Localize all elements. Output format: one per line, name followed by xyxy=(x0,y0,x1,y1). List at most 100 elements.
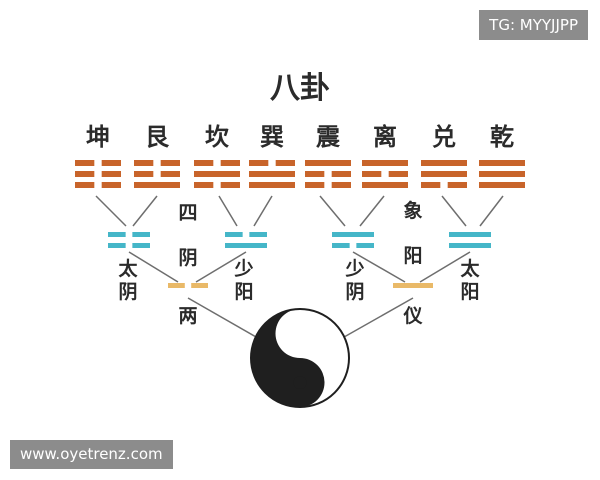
yang-mode-symbol xyxy=(393,283,433,288)
two-modes-caption-right: 仪 xyxy=(402,305,423,327)
trigram-name-dui: 兑 xyxy=(432,123,456,151)
four-symbol-shaoyang-1: 少 xyxy=(233,258,253,280)
two-modes-label-left: 阴 xyxy=(178,247,197,269)
four-symbol-symbol xyxy=(225,232,267,248)
yin-line xyxy=(75,182,95,188)
yin-yang-icon xyxy=(250,308,350,408)
trigram-symbol xyxy=(479,160,525,188)
two-mode-symbols xyxy=(168,283,433,288)
yang-line xyxy=(305,160,351,166)
yang-line xyxy=(393,283,433,288)
connector-line xyxy=(253,195,273,227)
yin-line xyxy=(305,171,325,177)
trigram-name-kan: 坎 xyxy=(205,123,229,151)
watermark-bottom: www.oyetrenz.com xyxy=(10,440,173,469)
yang-line xyxy=(362,182,408,188)
trigram-name-gen: 艮 xyxy=(145,123,170,151)
yin-line xyxy=(75,171,95,177)
yang-line xyxy=(449,243,491,248)
yin-line xyxy=(168,283,185,288)
yin-line xyxy=(249,232,267,237)
yang-line xyxy=(134,182,180,188)
four-symbol-shaoyang-2: 阳 xyxy=(234,281,253,303)
trigram-name-li: 离 xyxy=(373,123,397,151)
yin-line xyxy=(101,171,121,177)
four-symbols-label-left: 四 xyxy=(178,202,197,224)
yin-line xyxy=(225,232,243,237)
connector-line xyxy=(419,251,471,283)
trigram-symbol xyxy=(362,160,408,188)
trigram-names: 坤 艮 坎 巽 震 离 兑 乾 xyxy=(86,123,514,151)
yin-line xyxy=(160,171,180,177)
connector-line xyxy=(195,251,247,283)
trigram-name-xun: 巽 xyxy=(260,123,284,151)
yang-line xyxy=(479,171,525,177)
yang-line xyxy=(249,182,295,188)
yang-line xyxy=(332,232,374,237)
four-symbol-shaoyin-2: 阴 xyxy=(345,281,364,303)
yin-line xyxy=(332,243,350,248)
four-symbols-label-right: 象 xyxy=(403,199,422,222)
yang-line xyxy=(449,232,491,237)
yang-line xyxy=(479,160,525,166)
four-symbol-taiyang-2: 阳 xyxy=(460,281,479,303)
yin-line xyxy=(305,182,325,188)
yang-line xyxy=(225,243,267,248)
yin-line xyxy=(191,283,208,288)
yin-line xyxy=(132,232,150,237)
watermark-top: TG: MYYJJPP xyxy=(479,10,588,40)
four-symbol-symbol xyxy=(108,232,150,248)
yin-line xyxy=(249,160,269,166)
yin-line xyxy=(388,171,408,177)
yang-line xyxy=(249,171,295,177)
four-symbol-shaoyin-1: 少 xyxy=(344,258,364,280)
yin-line xyxy=(220,182,240,188)
yin-line xyxy=(331,171,351,177)
yin-line xyxy=(331,182,351,188)
yin-line xyxy=(447,182,467,188)
yin-line xyxy=(75,160,95,166)
four-symbol-taiyin-1: 太 xyxy=(118,257,138,280)
four-symbol-symbols xyxy=(108,232,491,248)
four-symbol-symbol xyxy=(449,232,491,248)
yang-line xyxy=(479,182,525,188)
two-modes-label-right: 阳 xyxy=(403,245,422,267)
yin-line xyxy=(108,243,126,248)
yin-line xyxy=(134,160,154,166)
connector-line xyxy=(359,195,385,227)
yin-line xyxy=(134,171,154,177)
connector-line xyxy=(479,195,504,227)
trigram-symbol xyxy=(75,160,121,188)
yang-line xyxy=(421,171,467,177)
connector-line xyxy=(132,195,158,227)
yin-line xyxy=(220,160,240,166)
trigram-symbols xyxy=(75,160,525,188)
connector-line xyxy=(95,195,127,227)
connector-line xyxy=(319,195,346,227)
yin-line xyxy=(101,160,121,166)
yang-line xyxy=(421,160,467,166)
trigram-symbol xyxy=(421,160,467,188)
yang-line xyxy=(194,171,240,177)
trigram-name-zhen: 震 xyxy=(316,123,341,151)
yin-line xyxy=(108,232,126,237)
connector-line xyxy=(128,251,179,283)
trigram-symbol xyxy=(134,160,180,188)
yin-line xyxy=(101,182,121,188)
trigram-symbol xyxy=(249,160,295,188)
yin-line xyxy=(356,243,374,248)
trigram-name-kun: 坤 xyxy=(86,123,110,151)
yin-line xyxy=(194,182,214,188)
four-symbol-taiyang-1: 太 xyxy=(460,257,480,280)
four-symbol-symbol xyxy=(332,232,374,248)
four-symbol-taiyin-2: 阴 xyxy=(118,281,137,303)
yin-line xyxy=(132,243,150,248)
yang-line xyxy=(362,160,408,166)
connector-line xyxy=(218,195,238,227)
yin-line xyxy=(194,160,214,166)
trigram-name-qian: 乾 xyxy=(490,123,514,151)
yin-line xyxy=(160,160,180,166)
trigram-symbol xyxy=(305,160,351,188)
